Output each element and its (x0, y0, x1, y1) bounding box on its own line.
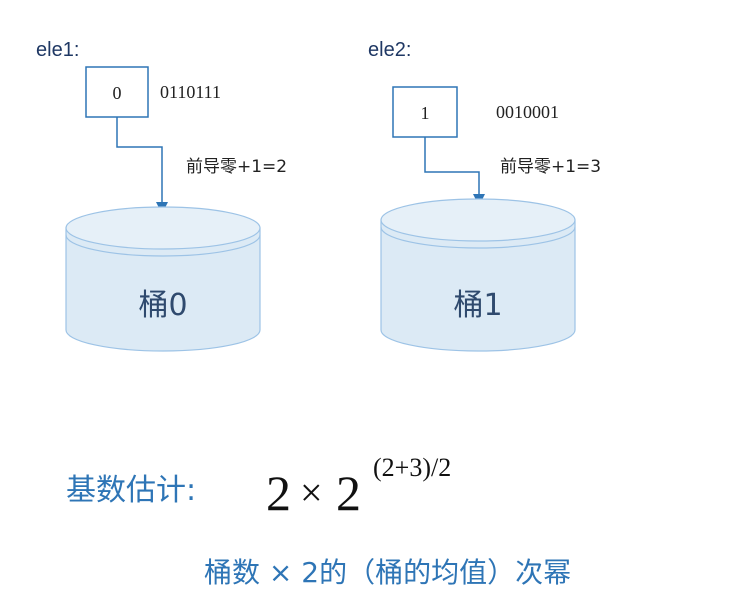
estimate-power-base: 2 (336, 465, 361, 521)
element-1-register-value: 0 (113, 83, 122, 103)
bucket-0: 桶0 (65, 206, 261, 352)
element-1-label: ele1: (36, 39, 79, 61)
estimate-label: 基数估计: (66, 473, 196, 508)
element-1-bits: 0110111 (160, 82, 221, 102)
element-2-bits: 0010001 (496, 102, 559, 122)
element-1-group: ele1: 0 0110111 前导零+1=2 (36, 39, 287, 214)
estimate-times-sign: × (300, 470, 323, 515)
formula-explanation: 桶数 × 2的（桶的均值）次幂 (204, 556, 571, 589)
element-2-group: ele2: 1 0010001 前导零+1=3 (368, 39, 601, 206)
bucket-1: 桶1 (380, 198, 576, 352)
estimate-base: 2 (266, 465, 291, 521)
bucket-1-label: 桶1 (453, 288, 502, 323)
estimate-exponent: (2+3)/2 (373, 453, 451, 482)
element-2-register-box (392, 86, 458, 138)
element-1-arrow (116, 117, 168, 214)
bucket-0-label: 桶0 (138, 288, 187, 323)
element-1-register-box (85, 66, 149, 118)
element-2-arrow (424, 137, 485, 206)
element-2-register-value: 1 (421, 103, 430, 123)
element-2-leading-zero-text: 前导零+1=3 (500, 157, 601, 177)
cardinality-estimate: 基数估计: 2 × 2 (2+3)/2 (66, 453, 451, 521)
element-2-label: ele2: (368, 39, 411, 61)
element-1-leading-zero-text: 前导零+1=2 (186, 157, 287, 177)
